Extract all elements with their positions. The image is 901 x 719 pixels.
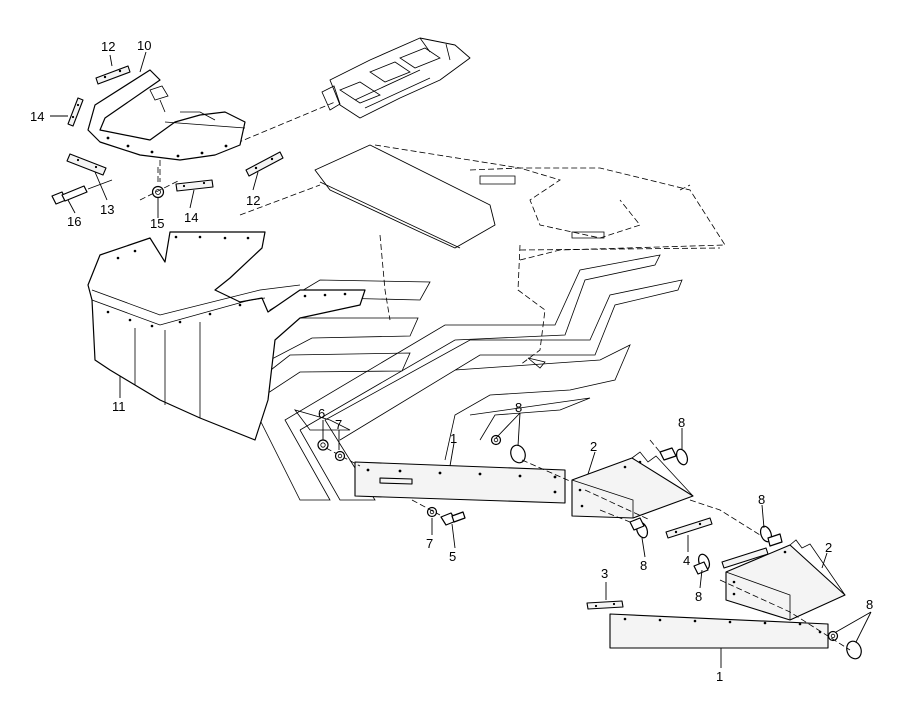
- callout-12-right: 12: [246, 193, 260, 208]
- callout-8-e: 8: [695, 589, 702, 604]
- part-10-bracket: [87, 69, 246, 161]
- part-8-knob-c: [599, 509, 649, 539]
- callout-7-lower: 7: [426, 536, 433, 551]
- callout-10: 10: [137, 38, 151, 53]
- callout-8-b: 8: [678, 415, 685, 430]
- part-12-strip-right: [245, 151, 284, 177]
- callout-6: 6: [318, 406, 325, 421]
- part-8-knob-b: [649, 439, 689, 466]
- callout-11: 11: [112, 399, 126, 414]
- callout-14-left: 14: [30, 109, 44, 124]
- assembly-lines: [139, 160, 851, 651]
- part-14-strip-left: [67, 97, 84, 127]
- callout-2-middle: 2: [590, 439, 597, 454]
- part-16-bolt: [51, 179, 113, 205]
- part-1-plate-lower: [609, 613, 829, 649]
- part-12-strip-top: [95, 65, 131, 85]
- part-8-knob-d: [693, 553, 711, 575]
- callout-2-lower: 2: [825, 540, 832, 555]
- callout-14-lower: 14: [184, 210, 198, 225]
- part-1-plate-upper: [354, 461, 566, 504]
- part-15-nut: [151, 165, 165, 199]
- callout-16: 16: [67, 214, 81, 229]
- part-11-mudflap: [87, 231, 366, 441]
- machine-frame-ghost: [321, 37, 471, 119]
- part-2-bracket-lower: [721, 539, 846, 621]
- callout-12-top: 12: [101, 39, 115, 54]
- callout-labels: 12 10 14 16 13 15 14 12 11 6 7 1 8 2 8 7…: [30, 38, 873, 684]
- callout-8-a: 8: [515, 400, 522, 415]
- callout-3: 3: [601, 566, 608, 581]
- part-13-strip: [66, 153, 107, 176]
- part-8-disk-f: [846, 640, 862, 660]
- part-7-washer-upper: [334, 450, 346, 462]
- callout-8-d: 8: [758, 492, 765, 507]
- part-8-knob-e: [759, 525, 783, 547]
- body-outline-ghost: [219, 101, 726, 369]
- part-3-strip: [586, 600, 624, 610]
- callout-1-upper: 1: [450, 431, 457, 446]
- part-8-bolt-a: [490, 434, 502, 446]
- callout-15: 15: [150, 216, 164, 231]
- part-2-bracket-middle: [571, 451, 694, 519]
- callout-13: 13: [100, 202, 114, 217]
- callout-8-c: 8: [640, 558, 647, 573]
- part-8-disk-a: [510, 444, 573, 483]
- leader-lines: [50, 51, 872, 668]
- part-4-strip: [665, 517, 713, 539]
- callout-4: 4: [683, 553, 690, 568]
- callout-8-f: 8: [866, 597, 873, 612]
- callout-5: 5: [449, 549, 456, 564]
- callout-7-upper: 7: [335, 417, 342, 432]
- part-14-strip-lower: [175, 179, 214, 192]
- callout-1-lower: 1: [716, 669, 723, 684]
- part-5-bolt: [411, 499, 466, 526]
